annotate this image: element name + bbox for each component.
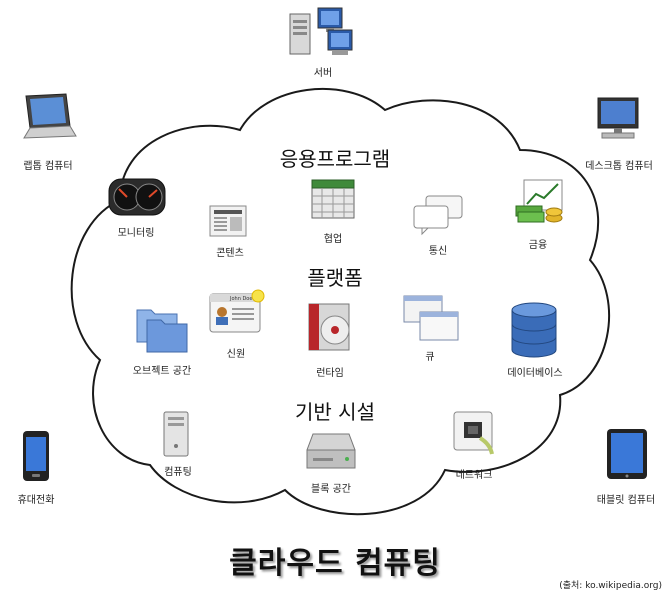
layer-infrastructure-header: 기반 시설: [295, 400, 375, 424]
monitoring-label: 모니터링: [117, 228, 155, 239]
server-label: 서버: [313, 68, 333, 79]
network-jack-icon: [453, 411, 494, 455]
server-icon: [289, 7, 353, 55]
id-card-name: John Doe: [229, 296, 252, 302]
database-icon: [511, 302, 557, 358]
folder-icon: [136, 309, 188, 353]
block-storage-label: 블록 공간: [311, 484, 351, 495]
phone-label: 휴대전화: [17, 495, 55, 506]
content-label: 콘텐츠: [216, 248, 244, 259]
computer-tower-icon: [163, 411, 189, 457]
desktop-label: 데스크톱 컴퓨터: [585, 161, 653, 172]
collaboration-label: 협업: [323, 234, 343, 245]
phone-icon: [23, 431, 49, 481]
tablet-icon: [607, 429, 647, 479]
source-credit: (출처: ko.wikipedia.org): [559, 581, 662, 591]
runtime-label: 런타임: [316, 368, 344, 379]
finance-label: 금융: [528, 240, 548, 251]
layer-application-header: 응용프로그램: [279, 147, 391, 171]
newspaper-icon: [209, 205, 247, 237]
communication-label: 통신: [428, 246, 448, 257]
software-box-icon: [308, 303, 350, 351]
desktop-icon: [597, 97, 639, 139]
object-storage-label: 오브젝트 공간: [132, 366, 192, 377]
hard-drive-icon: [306, 433, 356, 469]
network-label: 네트워크: [455, 470, 493, 481]
layer-platform-header: 플랫폼: [307, 266, 363, 290]
diagram-title: 클라우드 컴퓨팅: [229, 546, 441, 581]
speedometer-icon: [108, 178, 166, 216]
calendar-icon: [311, 179, 355, 219]
queue-label: 큐: [425, 352, 435, 363]
id-card-icon: John Doe: [209, 289, 265, 333]
identity-label: 신원: [226, 349, 246, 360]
laptop-icon: [23, 93, 77, 139]
compute-label: 컴퓨팅: [164, 467, 192, 478]
speech-bubbles-icon: [413, 195, 463, 236]
database-label: 데이터베이스: [507, 368, 563, 379]
tablet-label: 태블릿 컴퓨터: [596, 495, 656, 506]
finance-chart-icon: [515, 179, 563, 223]
laptop-label: 랩톱 컴퓨터: [23, 161, 73, 172]
queue-windows-icon: [403, 295, 459, 341]
